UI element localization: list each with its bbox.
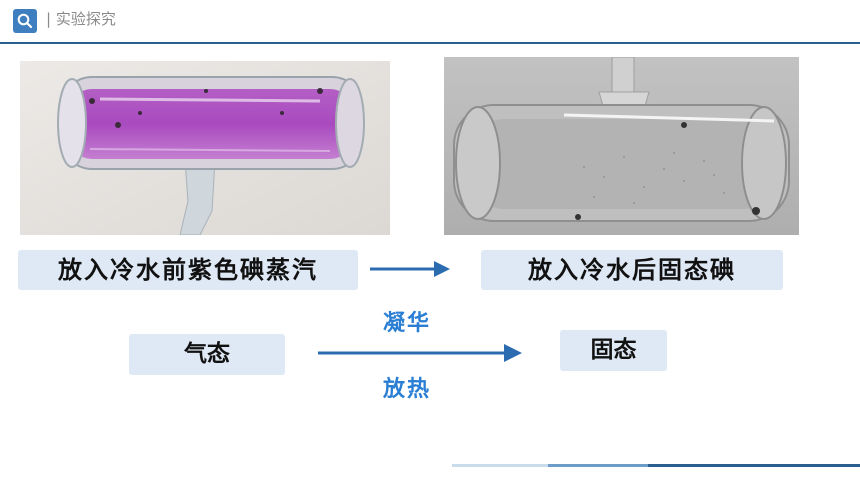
arrow-right-icon [370, 261, 450, 277]
arrow-right-icon [318, 344, 522, 362]
process-label: 凝华 [383, 311, 432, 336]
before-label: 放入冷水前紫色碘蒸汽 [18, 250, 358, 290]
solid-iodine-photo [444, 57, 799, 235]
after-label: 放入冷水后固态碘 [481, 250, 783, 290]
footer-divider [648, 464, 860, 467]
header: | 实验探究 [0, 0, 860, 44]
gas-state-label: 气态 [129, 334, 285, 375]
search-icon[interactable] [13, 9, 37, 33]
iodine-vapor-photo [20, 61, 390, 235]
solid-state-label: 固态 [560, 330, 667, 371]
header-divider [0, 42, 860, 44]
header-title: | 实验探究 [46, 10, 116, 28]
footer-divider [452, 464, 548, 467]
heat-release-label: 放热 [383, 377, 432, 402]
footer-divider [548, 464, 648, 467]
